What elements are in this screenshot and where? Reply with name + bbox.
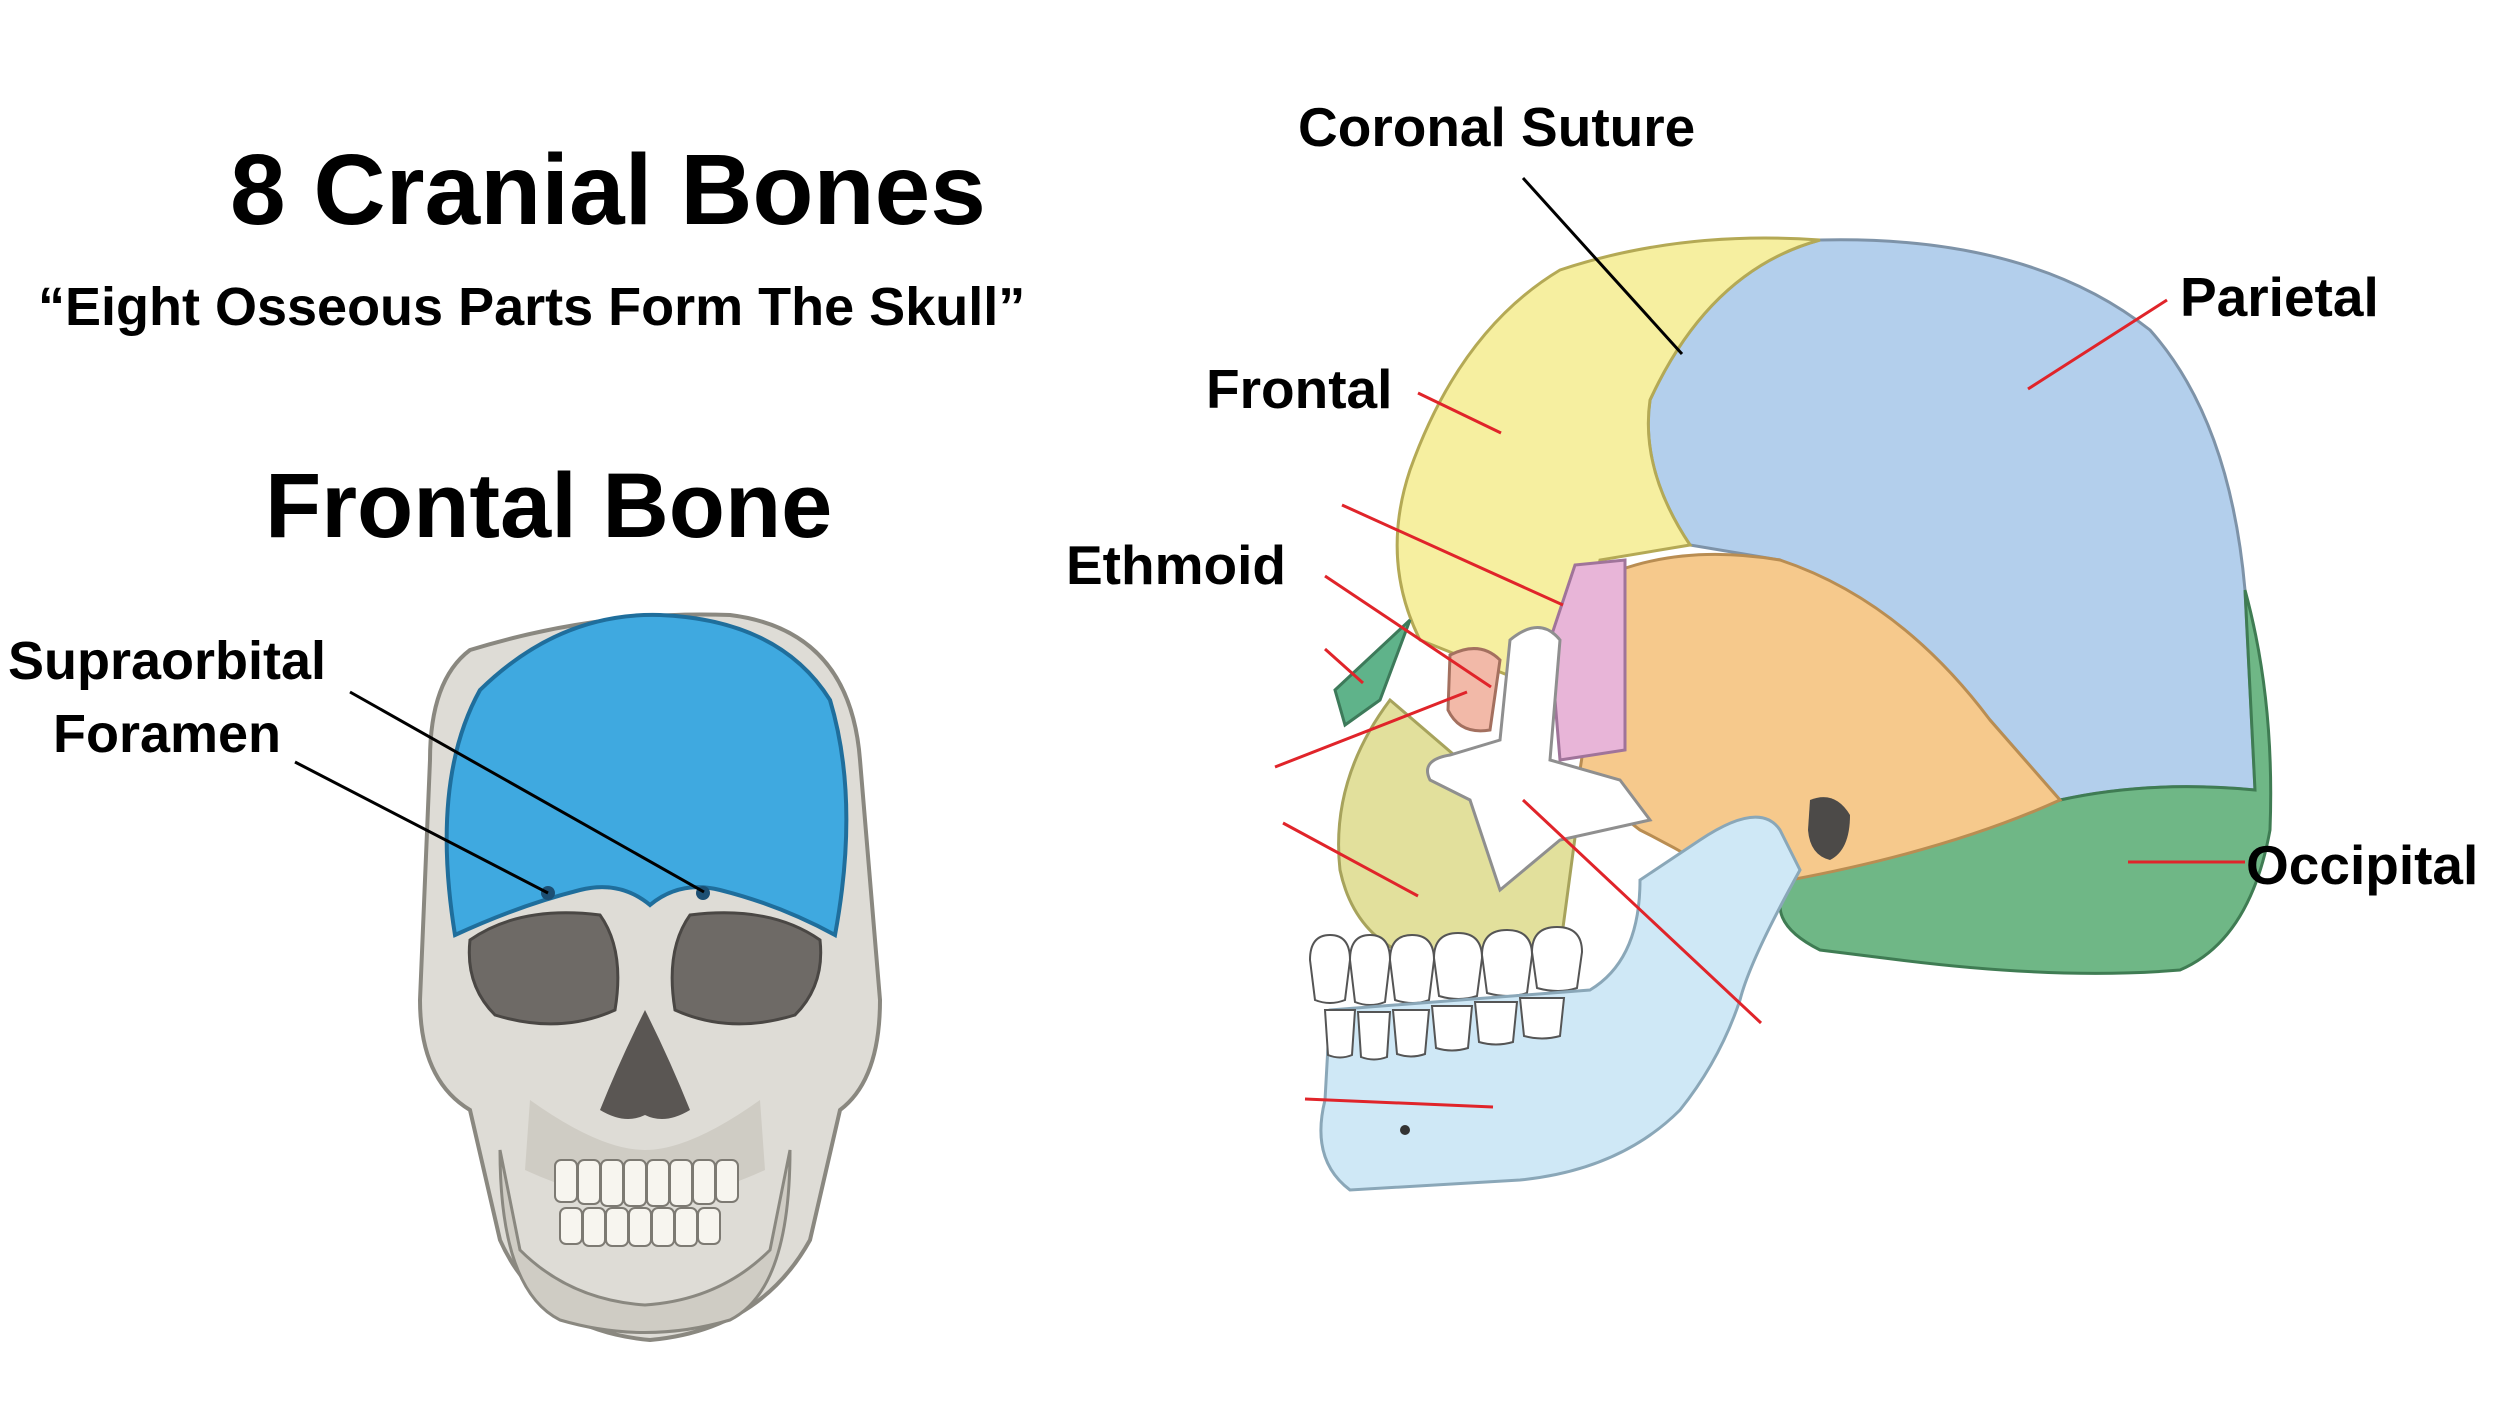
lateral-upper-teeth: [1308, 925, 1584, 1006]
anterior-teeth: [554, 1159, 739, 1247]
page-title: 8 Cranial Bones: [230, 134, 986, 246]
lateral-temporal: [1578, 552, 2063, 902]
mnemonic-subtitle: “Eight Osseous Parts Form The Skull”: [38, 277, 1026, 337]
frontal-leader: [1417, 391, 1502, 435]
coronal-suture-leader: [1521, 176, 1684, 356]
frontal-label: Frontal: [1206, 358, 1393, 420]
maxilla-leader: [1282, 821, 1419, 898]
parietal-leader: [2027, 298, 2168, 391]
mental-foramen: [1400, 1125, 1410, 1135]
lateral-nasal: [1333, 618, 1412, 728]
parietal-label: Parietal: [2180, 266, 2379, 328]
lacrimal-leader: [1274, 690, 1468, 769]
coronal-suture-label: Coronal Suture: [1298, 96, 1696, 158]
ethmoid-label: Ethmoid: [1066, 534, 1286, 596]
lateral-occipital: [1778, 589, 2273, 975]
lateral-lower-teeth: [1323, 997, 1566, 1061]
zygomatic-leader: [1521, 798, 1763, 1025]
lateral-zygomatic: [1426, 626, 1653, 893]
external-auditory-meatus: [1808, 797, 1850, 860]
occipital-label: Occipital: [2246, 834, 2479, 896]
sphenoid-leader: [1341, 503, 1564, 607]
left-orbit: [467, 911, 620, 1026]
frontal-bone-heading: Frontal Bone: [265, 455, 833, 557]
anterior-frontal-bone: [444, 612, 849, 939]
supraorbital-leader-2: [294, 760, 549, 895]
supraorbital-leader-1: [349, 690, 705, 894]
nasal-leader: [1323, 647, 1365, 685]
lateral-frontal: [1395, 236, 1821, 703]
supraorbital-label-line-2: Foramen: [52, 703, 282, 764]
lateral-leaders: [1274, 176, 2245, 1109]
mandible-leader: [1304, 1097, 1494, 1109]
supraorbital-foramen-label: Supraorbital Foramen: [8, 625, 326, 771]
right-orbit: [670, 911, 823, 1026]
anterior-mandible: [498, 1149, 792, 1334]
lateral-ethmoid: [1446, 647, 1502, 733]
ethmoid-leader: [1324, 574, 1492, 689]
lateral-skull: [1308, 236, 2273, 1192]
nasal-aperture: [600, 1010, 690, 1119]
supraorbital-label-line-1: Supraorbital: [8, 631, 327, 691]
lateral-sphenoid: [1548, 558, 1627, 762]
